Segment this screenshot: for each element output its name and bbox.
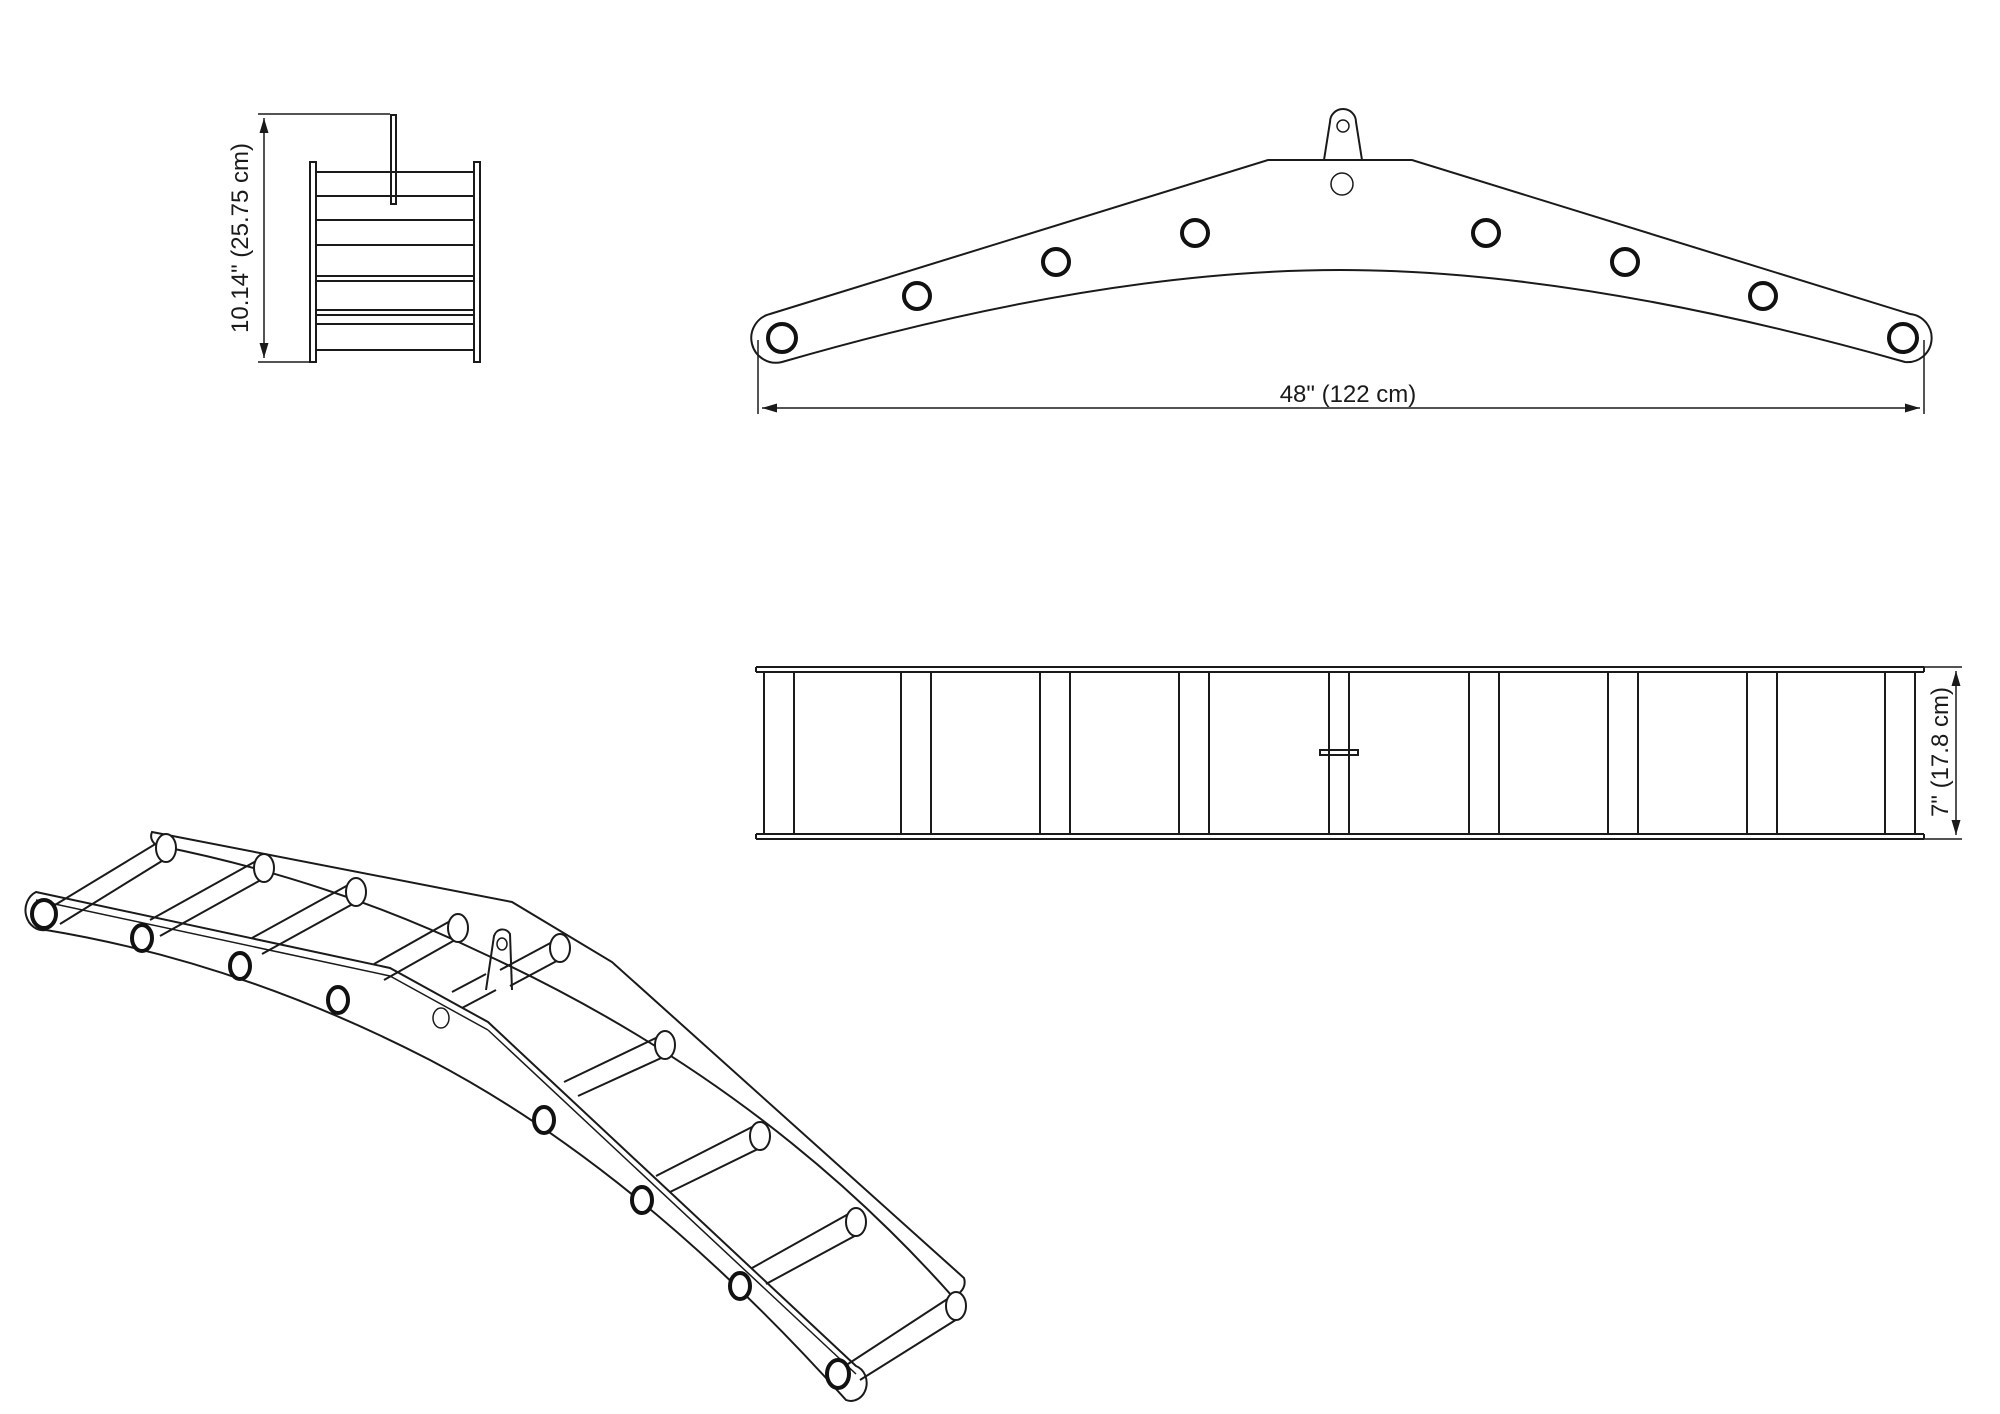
- iso-rung: [159, 875, 269, 937]
- iso-center-hole: [432, 1007, 450, 1029]
- iso-rung: [149, 859, 259, 921]
- iso-rung: [451, 973, 487, 993]
- iso-rung: [751, 1211, 853, 1269]
- iso-rung-hole: [326, 985, 350, 1015]
- iso-rung: [49, 839, 163, 909]
- side-view-rung-hole: [902, 281, 932, 311]
- iso-front-plate-edge: [35, 899, 391, 977]
- side-view-end-hole-left: [766, 322, 798, 354]
- iso-rung-end: [345, 877, 367, 907]
- iso-rung: [59, 855, 171, 925]
- iso-rung-hole: [228, 951, 252, 981]
- width-dimension-label: 7" (17.8 cm): [1927, 687, 1954, 817]
- side-view-rung-hole: [1748, 281, 1778, 311]
- side-view-rung-hole: [1610, 247, 1640, 277]
- end-view: 10.14" (25.75 cm): [227, 113, 481, 363]
- top-view-rung: [1746, 671, 1778, 835]
- iso-rung-hole: [130, 923, 154, 953]
- iso-rung-end: [749, 1121, 771, 1151]
- iso-rung-end: [654, 1030, 676, 1060]
- side-view-end-hole-right: [1887, 322, 1919, 354]
- iso-rung-hole: [630, 1185, 654, 1215]
- iso-rung-end: [447, 913, 469, 943]
- iso-rung: [261, 899, 361, 955]
- iso-rung: [669, 1145, 765, 1193]
- top-view-rung: [1468, 671, 1500, 835]
- iso-rung: [577, 1053, 671, 1097]
- iso-rung: [765, 1231, 863, 1285]
- top-view-rung: [1607, 671, 1639, 835]
- iso-rung-hole: [532, 1105, 556, 1135]
- side-view-rung-hole: [1180, 218, 1210, 248]
- top-view-rung: [900, 671, 932, 835]
- top-view-rung: [1884, 671, 1916, 835]
- side-view-rung-hole: [1471, 218, 1501, 248]
- iso-end-hole: [825, 1358, 851, 1390]
- isometric-view: [24, 830, 967, 1402]
- iso-lifting-tab-hole: [496, 937, 508, 951]
- end-view-left-plate: [309, 161, 317, 363]
- iso-rung: [563, 1035, 661, 1083]
- top-view-center-tube: [1328, 671, 1350, 835]
- side-view-outline: [750, 159, 1933, 364]
- iso-rung: [373, 919, 453, 965]
- iso-rung: [499, 939, 557, 971]
- iso-holes: [30, 898, 851, 1390]
- lifting-tab-hole: [1336, 119, 1350, 133]
- iso-rung-end: [845, 1207, 867, 1237]
- side-view-rung-hole: [1041, 247, 1071, 277]
- iso-front-plate-edge: [487, 1029, 857, 1375]
- top-view-rung: [1178, 671, 1210, 835]
- end-view-right-plate: [473, 161, 481, 363]
- iso-rung: [251, 883, 351, 939]
- iso-rung: [383, 935, 463, 981]
- top-view-rung: [763, 671, 795, 835]
- top-view-rungs: [763, 671, 1916, 835]
- iso-rung: [859, 1315, 963, 1381]
- iso-rung-end: [155, 833, 177, 863]
- iso-rung-hole: [728, 1271, 752, 1301]
- iso-lifting-tab: [485, 928, 513, 991]
- top-view-rung: [1039, 671, 1071, 835]
- iso-rung-end: [253, 853, 275, 883]
- iso-front-plate-edge: [389, 975, 489, 1031]
- top-view: 7" (17.8 cm): [755, 666, 1962, 840]
- iso-end-hole: [30, 898, 58, 930]
- iso-rung: [655, 1125, 755, 1177]
- top-view-lifting-tab: [1319, 749, 1359, 756]
- side-view: 48" (122 cm): [750, 108, 1933, 414]
- iso-rung: [461, 989, 497, 1009]
- iso-rung: [847, 1295, 953, 1365]
- iso-rung-end: [945, 1291, 967, 1321]
- height-dimension-label: 10.14" (25.75 cm): [227, 143, 254, 333]
- length-dimension-label: 48" (122 cm): [1280, 381, 1417, 408]
- side-view-center-hole: [1330, 172, 1354, 196]
- iso-back-plate: [150, 830, 966, 1298]
- end-view-lifting-tab: [390, 114, 397, 205]
- iso-rungs: [49, 833, 967, 1381]
- side-view-lifting-tab: [1323, 108, 1363, 161]
- iso-rung-end: [549, 933, 571, 963]
- iso-front-plate: [24, 890, 868, 1402]
